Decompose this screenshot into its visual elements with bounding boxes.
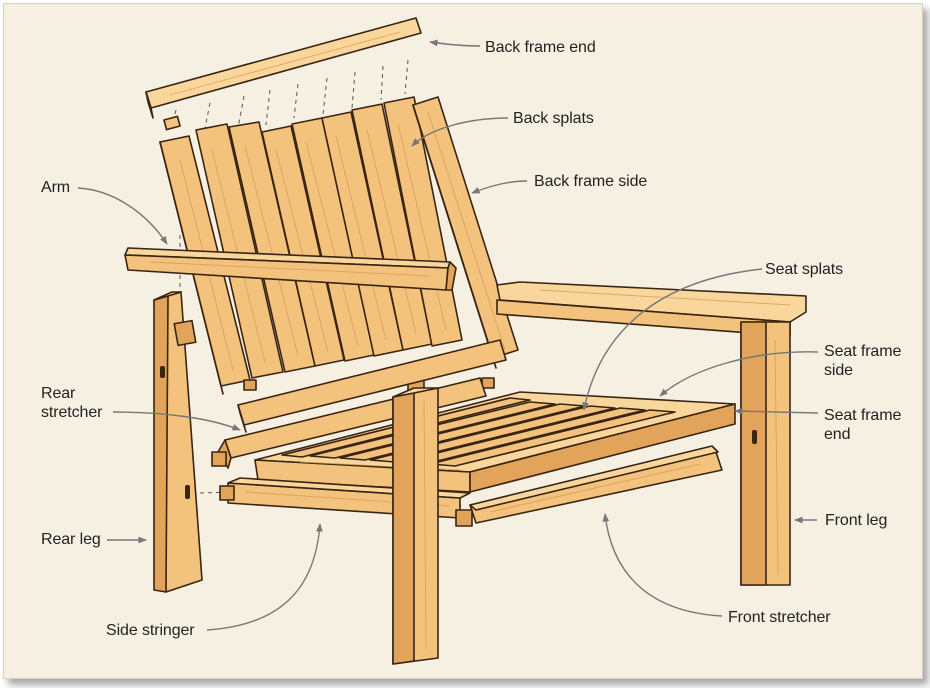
label-back-splats: Back splats	[513, 110, 594, 127]
label-seat-splats: Seat splats	[765, 261, 844, 278]
label-side-stringer: Side stringer	[106, 622, 195, 639]
label-rear-leg: Rear leg	[41, 531, 101, 548]
left-arm	[124, 247, 457, 291]
back-end-tenon	[163, 115, 181, 131]
label-arm: Arm	[41, 179, 71, 196]
leader-lines	[77, 39, 819, 631]
label-front-stretcher: Front stretcher	[728, 609, 831, 626]
label-back-frame-end: Back frame end	[485, 39, 596, 56]
back-frame-bottom-rail	[237, 339, 507, 433]
label-seat-frame-side: Seat frame side	[824, 343, 902, 379]
label-rear-stretcher: Rear stretcher	[41, 385, 103, 421]
rear-left-leg	[153, 291, 203, 593]
label-back-frame-side: Back frame side	[534, 173, 648, 190]
label-seat-frame-end: Seat frame end	[824, 407, 902, 443]
label-front-leg: Front leg	[825, 512, 888, 529]
front-stretcher	[455, 445, 723, 527]
front-left-leg	[392, 387, 439, 665]
front-right-leg	[740, 321, 791, 586]
back-frame-side	[412, 96, 519, 369]
back-frame-end	[145, 17, 422, 119]
